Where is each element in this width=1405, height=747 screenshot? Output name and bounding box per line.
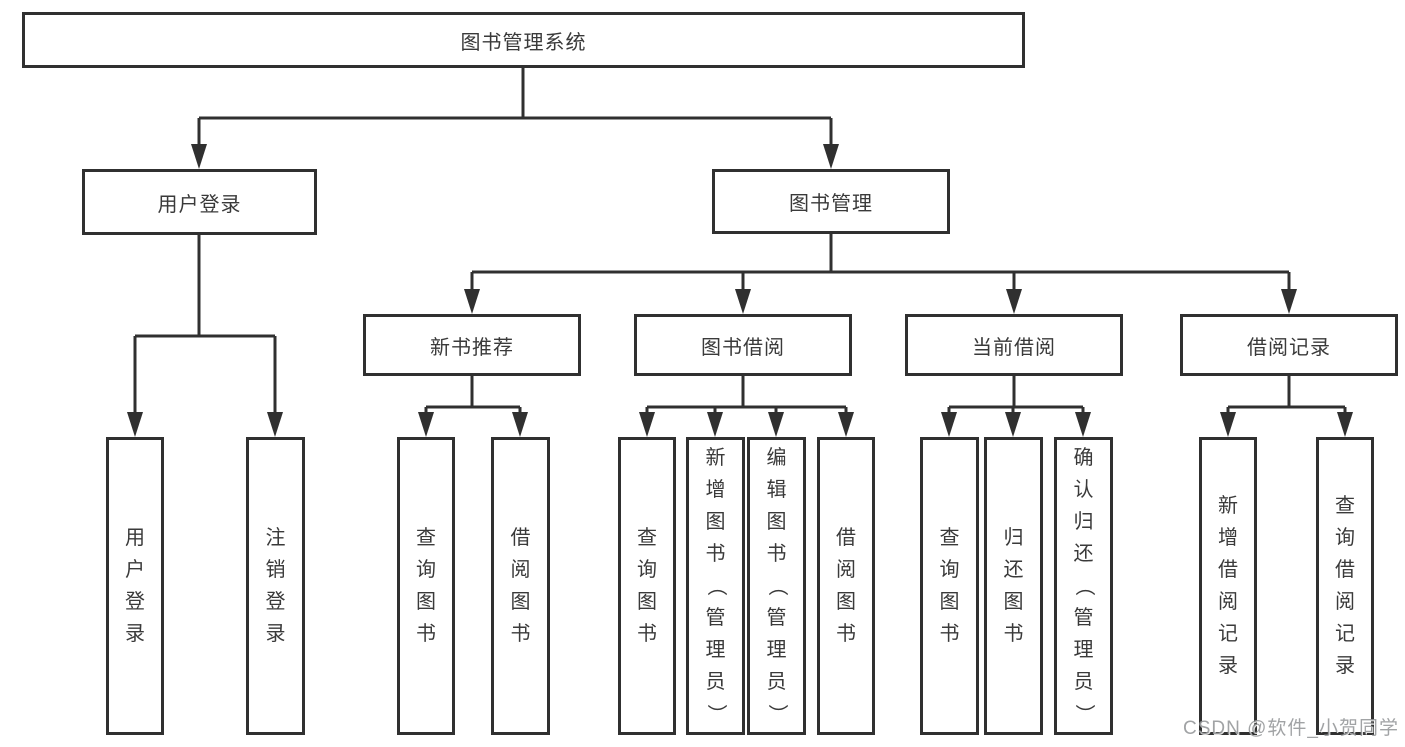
leaf-label: 借阅图书 xyxy=(836,527,856,645)
node-leaf-confirm-return-admin: 确认归还（管理员） xyxy=(1054,437,1113,735)
node-leaf-query-book-2: 查询图书 xyxy=(618,437,676,735)
node-leaf-logout: 注销登录 xyxy=(246,437,305,735)
node-leaf-edit-book-admin: 编辑图书（管理员） xyxy=(747,437,806,735)
leaf-label: 确认归还（管理员） xyxy=(1072,447,1095,724)
leaf-label: 查询借阅记录 xyxy=(1335,495,1355,677)
node-leaf-add-book-admin: 新增图书（管理员） xyxy=(686,437,745,735)
node-leaf-borrow-book-2: 借阅图书 xyxy=(817,437,875,735)
leaf-label: 注销登录 xyxy=(265,527,286,645)
node-book-management: 图书管理 xyxy=(712,169,950,234)
leaf-label: 新增图书（管理员） xyxy=(704,447,727,724)
node-new-book-recommend: 新书推荐 xyxy=(363,314,581,376)
node-leaf-query-borrow-record: 查询借阅记录 xyxy=(1316,437,1374,735)
leaf-label: 编辑图书（管理员） xyxy=(765,447,788,724)
node-leaf-query-book-3: 查询图书 xyxy=(920,437,979,735)
leaf-label: 查询图书 xyxy=(939,527,960,645)
leaf-label: 用户登录 xyxy=(125,527,145,645)
node-leaf-add-borrow-record: 新增借阅记录 xyxy=(1199,437,1257,735)
arrowheads xyxy=(127,144,1353,437)
node-root-system: 图书管理系统 xyxy=(22,12,1025,68)
node-book-borrow: 图书借阅 xyxy=(634,314,852,376)
node-borrow-records: 借阅记录 xyxy=(1180,314,1398,376)
csdn-watermark: CSDN @软件_小贺同学 xyxy=(1183,718,1399,739)
leaf-label: 查询图书 xyxy=(416,527,436,645)
node-current-borrow: 当前借阅 xyxy=(905,314,1123,376)
node-user-login: 用户登录 xyxy=(82,169,317,235)
leaf-label: 新增借阅记录 xyxy=(1218,495,1238,677)
node-leaf-user-login: 用户登录 xyxy=(106,437,164,735)
node-leaf-borrow-book-1: 借阅图书 xyxy=(491,437,550,735)
node-leaf-return-book: 归还图书 xyxy=(984,437,1043,735)
leaf-label: 归还图书 xyxy=(1003,527,1024,645)
leaf-label: 查询图书 xyxy=(637,527,657,645)
leaf-label: 借阅图书 xyxy=(510,527,531,645)
node-leaf-query-book-1: 查询图书 xyxy=(397,437,455,735)
